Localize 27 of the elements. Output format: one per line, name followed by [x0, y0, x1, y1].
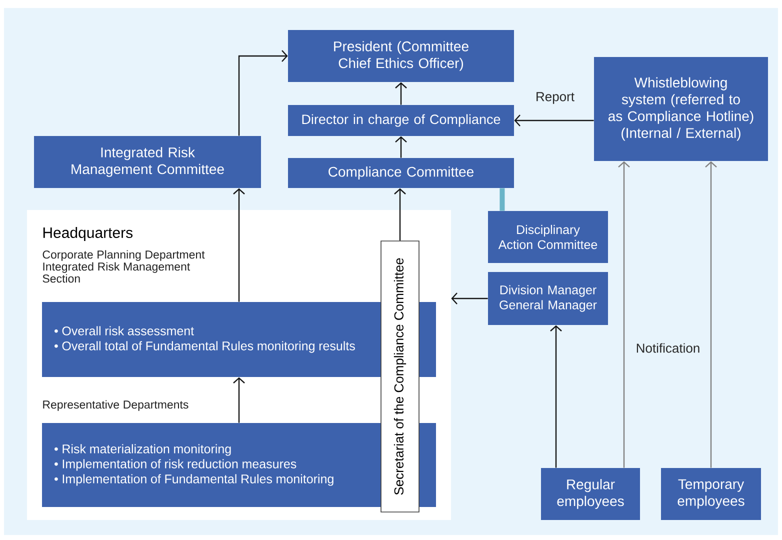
note-label: Notification — [634, 342, 702, 354]
org-box: Integrated Risk Management Committee — [34, 136, 261, 188]
arrow — [238, 50, 288, 136]
org-box: Whistleblowing system (referred to as Compliance Hotline) (Internal / External) — [594, 57, 768, 161]
arrow — [395, 82, 407, 105]
arrow — [451, 292, 488, 304]
section-heading: Representative Departments — [43, 400, 188, 411]
arrow — [395, 136, 407, 158]
org-box: Temporary employees — [661, 468, 761, 520]
arrow — [233, 377, 245, 423]
org-box: Compliance Committee — [288, 158, 514, 188]
org-box: Disciplinary Action Committee — [488, 211, 608, 263]
org-box: Director in charge of Compliance — [288, 105, 514, 136]
arrow — [618, 161, 630, 468]
arrow — [514, 114, 594, 126]
panel-heading: Headquarters — [43, 227, 133, 241]
edge-label: Report — [534, 91, 576, 105]
org-box: Regular employees — [541, 468, 640, 520]
connector-line — [500, 188, 505, 211]
arrow — [394, 188, 406, 241]
arrow — [705, 161, 717, 468]
org-box: Division Manager General Manager — [488, 272, 608, 325]
org-box: President (Committee Chief Ethics Officer) — [288, 30, 514, 82]
section-heading: Corporate Planning Department Integrated Risk Management Section — [42, 250, 205, 283]
secretariat-box: Secretariat of the Compliance Committee — [380, 240, 420, 512]
arrow — [550, 325, 562, 468]
arrow — [233, 188, 245, 302]
